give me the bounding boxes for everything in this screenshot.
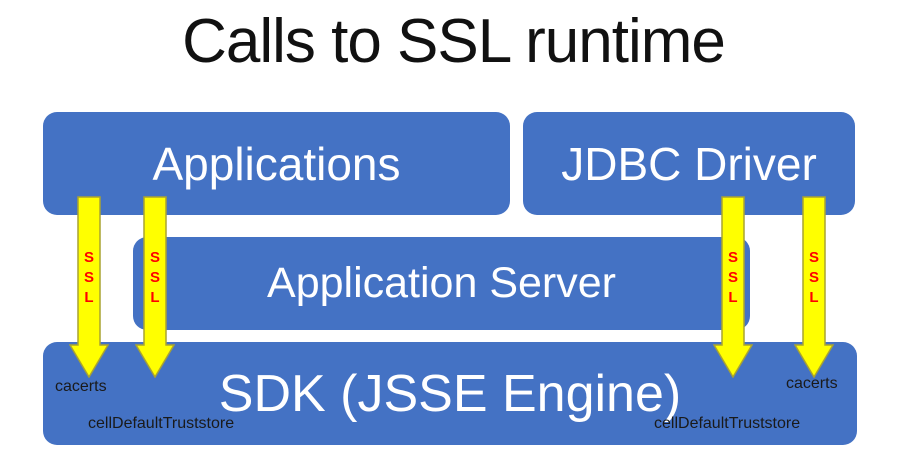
box-sdk-jsse-engine-label: SDK (JSSE Engine) <box>218 364 682 423</box>
annotation-truststore-right: cellDefaultTruststore <box>654 415 801 432</box>
ssl-arrow-label: SSL <box>727 249 738 306</box>
ssl-arrow-label: SSL <box>808 249 819 306</box>
annotation-cacerts-left: cacerts <box>55 378 107 395</box>
annotation-cacerts-right: cacerts <box>786 375 838 392</box>
box-application-server-label: Application Server <box>267 259 616 307</box>
box-applications: Applications <box>43 112 510 215</box>
box-sdk-jsse-engine: SDK (JSSE Engine) <box>43 342 857 445</box>
box-applications-label: Applications <box>152 137 401 190</box>
ssl-arrow-label: SSL <box>83 249 94 306</box>
box-application-server: Application Server <box>133 237 750 330</box>
box-jdbc-driver-label: JDBC Driver <box>561 137 817 190</box>
box-jdbc-driver: JDBC Driver <box>523 112 855 215</box>
ssl-arrow-jdbc-right-icon: SSL <box>794 196 834 378</box>
diagram-title: Calls to SSL runtime <box>182 7 726 76</box>
ssl-arrow-jdbc-left-icon: SSL <box>713 196 753 378</box>
ssl-arrow-applications-right-icon: SSL <box>135 196 175 378</box>
ssl-arrow-applications-left-icon: SSL <box>69 196 109 378</box>
ssl-arrow-label: SSL <box>149 249 160 306</box>
annotation-truststore-left: cellDefaultTruststore <box>88 415 235 432</box>
